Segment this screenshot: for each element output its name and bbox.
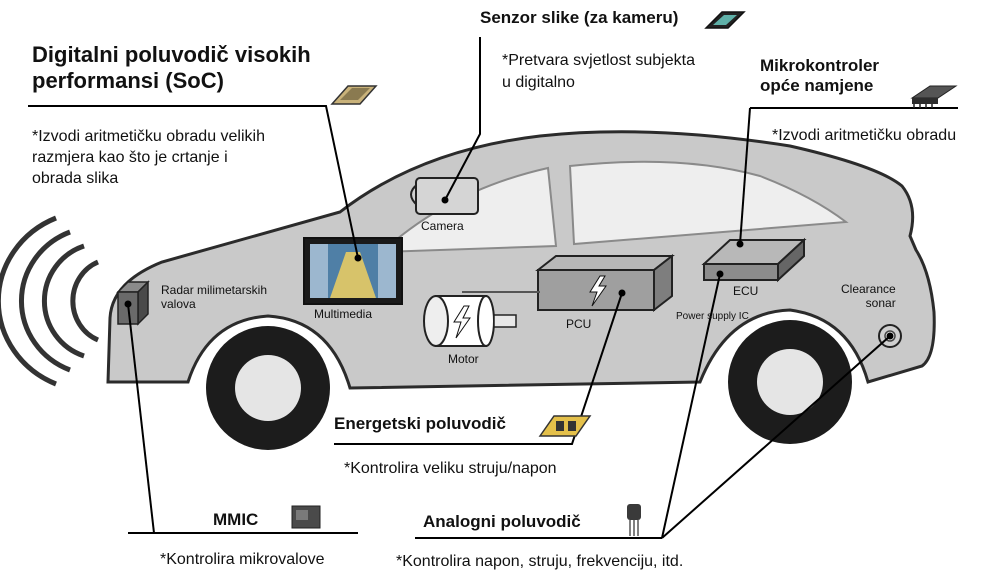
power-module-icon — [538, 415, 592, 437]
image-sensor-connector-dot — [441, 196, 449, 204]
soc-title: Digitalni poluvodič visokih performansi … — [32, 42, 311, 94]
microcontroller-title: Mikrokontroler opće namjene — [760, 56, 880, 96]
mmic-connector-dot — [124, 300, 132, 308]
microcontroller-chip-icon — [910, 85, 958, 108]
image-sensor-description: *Pretvara svjetlost subjekta u digitalno — [502, 52, 695, 92]
radar-cube — [116, 280, 150, 326]
soc-description: *Izvodi aritmetičku obradu velikih razmj… — [32, 128, 265, 187]
motor-unit — [423, 291, 540, 347]
mmic-chip-icon — [291, 505, 321, 529]
mmic-title: MMIC — [213, 510, 259, 529]
multimedia-label: Multimedia — [314, 307, 373, 321]
pcu-box — [535, 253, 675, 313]
microcontroller-description: *Izvodi aritmetičku obradu — [772, 127, 957, 144]
analog-to-powerIC-connector — [661, 273, 721, 539]
camera-unit — [410, 177, 479, 215]
image-sensor-connector — [444, 37, 481, 201]
power-semi-title: Energetski poluvodič — [334, 414, 506, 433]
pcu-label: PCU — [566, 317, 592, 331]
transistor-icon — [627, 504, 641, 536]
soc-connector-dot — [354, 254, 362, 262]
power-connector-dot — [618, 289, 626, 297]
analog-title: Analogni poluvodič — [423, 512, 581, 531]
mcu-to-ecu-connector — [739, 107, 751, 245]
connector-lines — [28, 37, 958, 539]
power-supply-ic-label: Power supply IC — [676, 311, 749, 322]
analog-description: *Kontrolira napon, struju, frekvenciju, … — [396, 553, 684, 570]
clearance-sonar-label: Clearance sonar — [841, 282, 896, 311]
ecu-label: ECU — [733, 284, 759, 298]
soc-connector — [28, 105, 359, 259]
front-wheel — [206, 326, 330, 450]
ecu-box — [701, 237, 807, 283]
mmic-description: *Kontrolira mikrovalove — [160, 551, 325, 568]
image-sensor-icon — [704, 11, 746, 29]
radar-label: Radar milimetarskih valova — [161, 283, 268, 312]
mcu-connector-dot — [736, 240, 744, 248]
camera-label: Camera — [421, 219, 464, 233]
motor-label: Motor — [448, 352, 479, 366]
mmic-to-radar-connector — [127, 303, 155, 534]
soc-chip-icon — [330, 85, 378, 105]
power-semi-description: *Kontrolira veliku struju/napon — [344, 460, 557, 477]
rear-window — [568, 160, 849, 246]
rear-wheel — [728, 320, 852, 444]
image-sensor-title: Senzor slike (za kameru) — [480, 8, 679, 27]
powerIC-connector-dot — [716, 270, 724, 278]
analog-to-sonar-connector — [661, 335, 891, 539]
radar-waves — [0, 215, 100, 387]
power-connector — [334, 292, 623, 445]
multimedia-screen — [303, 237, 403, 305]
sonar-connector-dot — [886, 332, 894, 340]
